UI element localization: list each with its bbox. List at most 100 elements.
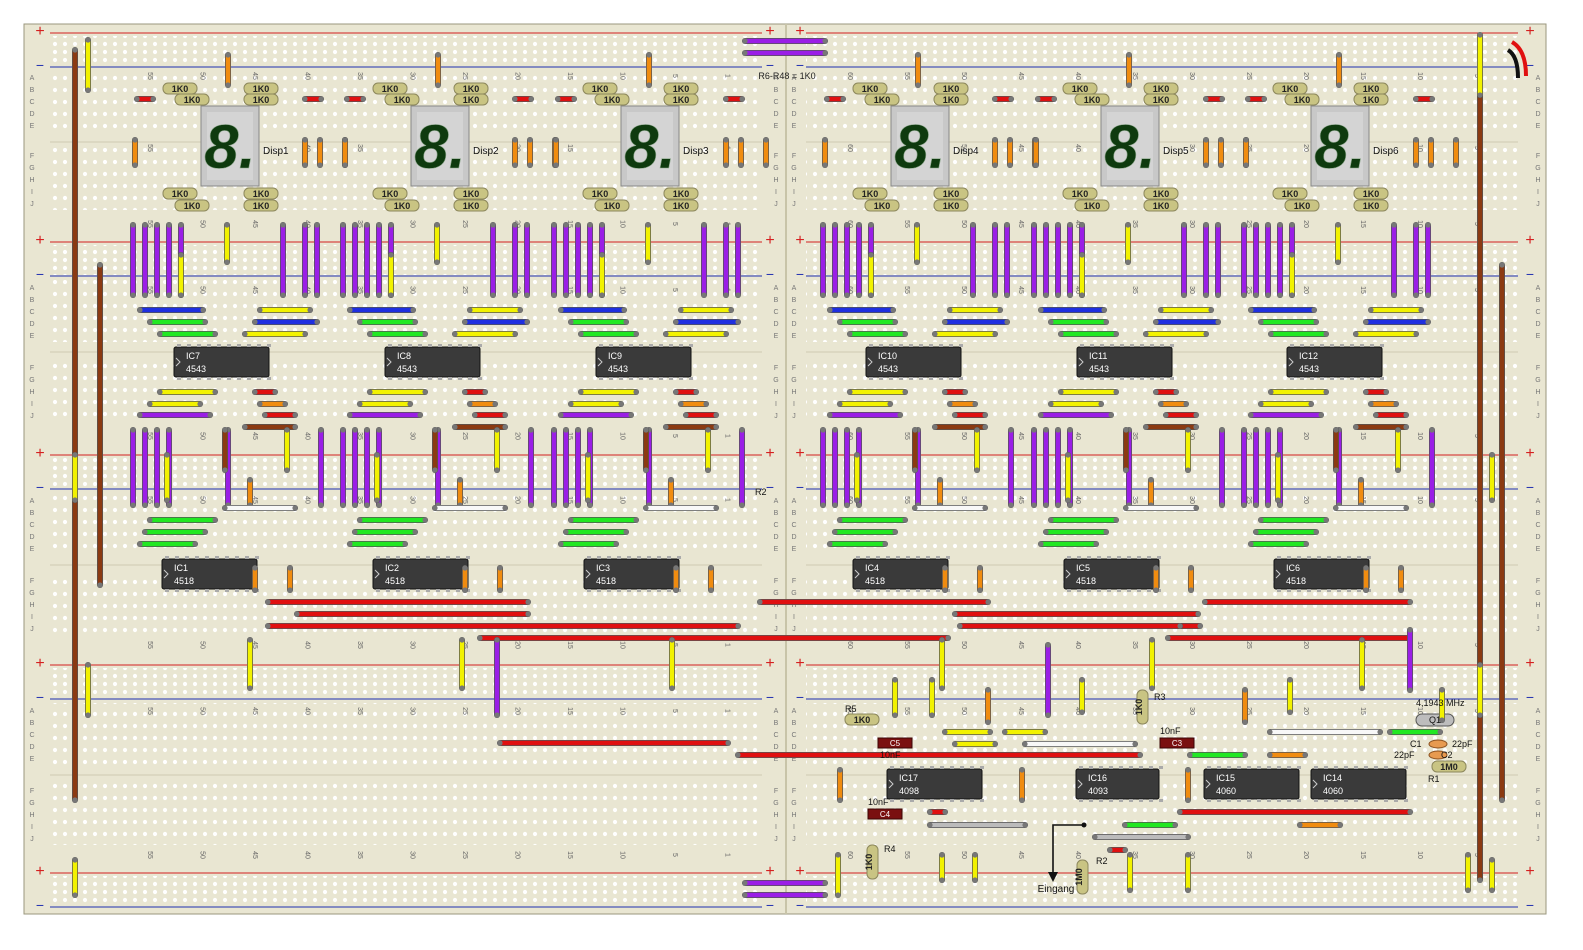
bus-wire-end bbox=[292, 412, 298, 418]
lower-wire-end bbox=[1185, 834, 1191, 840]
resistor-value: 1K0 bbox=[862, 84, 879, 94]
row-letter: D bbox=[791, 534, 796, 541]
segment-wire-end bbox=[599, 222, 605, 228]
short-wire-end bbox=[723, 96, 729, 102]
column-number: 40 bbox=[304, 707, 311, 715]
power-wire-end bbox=[85, 662, 91, 668]
counter-wire-end bbox=[563, 502, 569, 508]
bottom-ic-pin bbox=[1334, 799, 1338, 802]
display-label: Disp6 bbox=[1373, 146, 1399, 157]
display-wire-end bbox=[302, 137, 308, 143]
counter-ic-pin bbox=[667, 589, 671, 592]
row-letter: F bbox=[792, 788, 796, 795]
decoder-ic-pin bbox=[1110, 344, 1114, 347]
decoder-ic-pin bbox=[649, 377, 653, 380]
counter-ic-pin bbox=[886, 589, 890, 592]
decoder-ic-pin bbox=[1090, 377, 1094, 380]
column-number: 55 bbox=[146, 851, 153, 859]
column-number: 45 bbox=[251, 432, 258, 440]
decoder-ic-pin bbox=[619, 344, 623, 347]
ic-ref-label: IC10 bbox=[878, 351, 897, 361]
counter-wire-end bbox=[142, 502, 148, 508]
bus-wire-end bbox=[207, 412, 213, 418]
lower-wire-end bbox=[985, 719, 991, 725]
row-letter: G bbox=[791, 800, 796, 807]
bus-wire-end bbox=[1101, 307, 1107, 313]
row-letter: F bbox=[1536, 788, 1540, 795]
counter-wire-end bbox=[1055, 502, 1061, 508]
bus-wire-end bbox=[1193, 505, 1199, 511]
row-letter: H bbox=[1535, 602, 1540, 609]
counter-wire-end bbox=[1253, 427, 1259, 433]
bus-wire-end bbox=[1163, 412, 1169, 418]
counter-wire-end bbox=[164, 452, 170, 458]
resistor bbox=[1272, 187, 1308, 200]
rail-plus-label: + bbox=[1525, 232, 1534, 249]
decoder-ic-pin bbox=[217, 377, 221, 380]
input-probe-end bbox=[1081, 822, 1087, 828]
decoder-ic-pin bbox=[177, 377, 181, 380]
lower-wire-end bbox=[1185, 887, 1191, 893]
bus-wire-end bbox=[357, 517, 363, 523]
segment-wire-end bbox=[914, 259, 920, 265]
bus-wire-end bbox=[137, 541, 143, 547]
display-label: Disp4 bbox=[953, 146, 979, 157]
decoder-ic-pin bbox=[959, 377, 963, 380]
resistor-value: 1K0 bbox=[253, 84, 270, 94]
ic-ref-label: IC2 bbox=[385, 563, 399, 573]
ic-part-label: 4543 bbox=[608, 364, 628, 374]
row-letter: J bbox=[30, 201, 34, 208]
capacitor-c5 bbox=[877, 737, 913, 749]
column-number: 25 bbox=[1245, 432, 1252, 440]
short-wire-end bbox=[134, 96, 140, 102]
bus-wire-end bbox=[482, 389, 488, 395]
ic-part-label: 4518 bbox=[174, 576, 194, 586]
decoder-ic-pin bbox=[679, 344, 683, 347]
row-letter: J bbox=[1536, 836, 1540, 843]
segment-wire-end bbox=[563, 292, 569, 298]
row-letter: C bbox=[791, 99, 796, 106]
segment-wire-end bbox=[914, 222, 920, 228]
segment-wire-end bbox=[992, 222, 998, 228]
counter-ic-pin bbox=[215, 589, 219, 592]
counter-wire-end bbox=[287, 587, 293, 593]
bus-wire-end bbox=[832, 529, 838, 535]
column-number: 45 bbox=[251, 851, 258, 859]
bottom-ic-pin bbox=[1247, 799, 1251, 802]
column-number: 40 bbox=[304, 851, 311, 859]
decoder-ic-pin bbox=[659, 344, 663, 347]
column-number: 50 bbox=[960, 286, 967, 294]
resistor-value: 1K0 bbox=[463, 201, 480, 211]
bus-wire-end bbox=[1098, 401, 1104, 407]
counter-ic-pin bbox=[1097, 589, 1101, 592]
display-wire-end bbox=[723, 162, 729, 168]
column-number: 35 bbox=[1131, 641, 1138, 649]
column-number: 5 bbox=[1473, 709, 1480, 713]
row-letter: A bbox=[792, 285, 797, 292]
rail-plus-label: + bbox=[1525, 23, 1534, 40]
clock-bus-end bbox=[757, 599, 763, 605]
decoder-ic-pin bbox=[1370, 377, 1374, 380]
rail-plus-label: + bbox=[795, 232, 804, 249]
segment-wire-end bbox=[645, 259, 651, 265]
rail-holes-right bbox=[806, 876, 1518, 906]
decoder-ic-pin bbox=[899, 344, 903, 347]
resistor-value: 1K0 bbox=[864, 854, 874, 871]
decoder-ic-pin bbox=[398, 377, 402, 380]
power-wire-end bbox=[1489, 857, 1495, 863]
decoder-ic-pin bbox=[267, 377, 271, 380]
counter-ic-pin bbox=[896, 589, 900, 592]
segment-wire-end bbox=[1055, 292, 1061, 298]
component-label: C2 bbox=[1441, 750, 1453, 760]
column-number: 1 bbox=[724, 853, 731, 857]
lower-wire-end bbox=[972, 877, 978, 883]
resistor-value: 1K0 bbox=[1153, 84, 1170, 94]
resistor-value: 1K0 bbox=[184, 95, 201, 105]
bus-wire-end bbox=[623, 319, 629, 325]
counter-wire-end bbox=[1429, 427, 1435, 433]
decoder-ic-pin bbox=[929, 344, 933, 347]
row-letter: I bbox=[793, 614, 795, 621]
bottom-ic-pin bbox=[1089, 799, 1093, 802]
bottom-ic-pin bbox=[1354, 799, 1358, 802]
bottom-ic-pin bbox=[920, 799, 924, 802]
